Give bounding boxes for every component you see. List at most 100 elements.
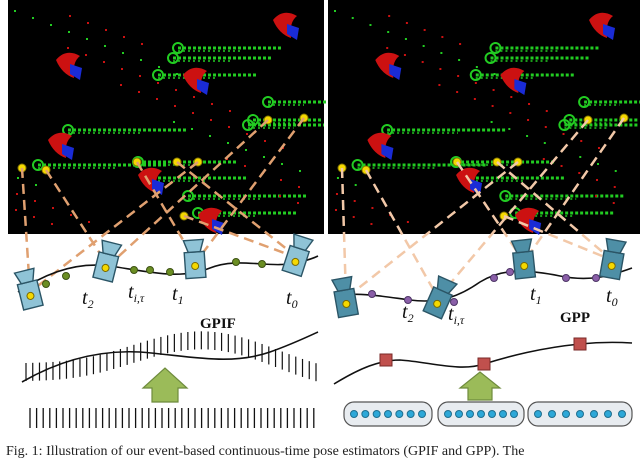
projection-line bbox=[107, 119, 269, 267]
right-measurement-groups bbox=[343, 401, 633, 427]
left-method-label: GPIF bbox=[200, 316, 236, 332]
camera-center bbox=[26, 291, 35, 300]
projection-line bbox=[496, 161, 613, 261]
event-speck bbox=[121, 68, 123, 70]
event-speck bbox=[473, 98, 476, 100]
trajectory-knot bbox=[42, 280, 50, 288]
right-time-label-t0: t0 bbox=[606, 285, 618, 309]
event-speck bbox=[209, 135, 211, 137]
event-speck bbox=[458, 59, 461, 61]
event-speck bbox=[612, 202, 615, 204]
camera-lens bbox=[293, 233, 315, 252]
camera-center bbox=[607, 261, 616, 270]
left-event-image bbox=[8, 0, 324, 234]
measurement-node bbox=[562, 410, 570, 418]
event-speck bbox=[405, 22, 408, 24]
measurement-node bbox=[455, 410, 463, 418]
event-speck bbox=[67, 47, 69, 49]
feature-ring bbox=[484, 52, 497, 64]
event-speck bbox=[490, 121, 493, 123]
event-speck bbox=[156, 98, 158, 100]
event-speck bbox=[228, 126, 230, 128]
camera-lens bbox=[605, 237, 628, 255]
event-speck bbox=[280, 179, 282, 181]
event-speck bbox=[86, 38, 88, 40]
event-speck bbox=[545, 110, 548, 112]
measurement-node bbox=[361, 410, 370, 418]
event-speck bbox=[103, 61, 105, 63]
camera-lens bbox=[101, 239, 123, 257]
event-speck bbox=[105, 29, 107, 31]
event-speck bbox=[386, 47, 389, 49]
event-speck bbox=[87, 22, 89, 24]
feature-ring bbox=[351, 159, 364, 171]
camera-pose bbox=[182, 238, 207, 280]
left-measurement-ticks bbox=[29, 408, 315, 428]
feature-ring bbox=[469, 69, 482, 81]
event-speck bbox=[123, 36, 125, 38]
projection-line bbox=[364, 169, 440, 299]
event-speck bbox=[335, 193, 338, 195]
measurement-node bbox=[590, 410, 598, 418]
event-speck bbox=[351, 17, 354, 19]
camera-pose bbox=[598, 237, 628, 281]
event-speck bbox=[560, 165, 563, 167]
camera-pose bbox=[281, 233, 315, 278]
event-blue-blob bbox=[212, 219, 224, 235]
event-speck bbox=[52, 207, 54, 209]
event-speck bbox=[191, 128, 193, 130]
camera-pose bbox=[92, 239, 123, 283]
event-speck bbox=[579, 156, 582, 158]
projection-line bbox=[522, 117, 626, 263]
event-red-blob bbox=[273, 12, 297, 38]
event-red-blob bbox=[500, 67, 525, 93]
event-speck bbox=[474, 82, 477, 84]
measurement-node bbox=[395, 410, 404, 418]
measurement-node bbox=[488, 410, 496, 418]
trajectory-knot bbox=[232, 258, 240, 266]
event-blue-blob bbox=[381, 144, 394, 160]
measurement-node bbox=[477, 410, 485, 418]
event-blue-blob bbox=[603, 24, 616, 40]
measurement-node bbox=[534, 410, 542, 418]
projection-line bbox=[503, 214, 613, 262]
event-speck bbox=[509, 112, 512, 114]
event-speck bbox=[334, 209, 337, 211]
projection-line bbox=[340, 167, 348, 299]
event-blue-blob bbox=[287, 24, 299, 40]
event-speck bbox=[422, 45, 425, 47]
event-speck bbox=[440, 52, 443, 54]
event-speck bbox=[299, 170, 301, 172]
right-time-labels: t2 ti,τ t1 t0 bbox=[402, 283, 618, 327]
event-speck bbox=[526, 135, 529, 137]
camera-pose bbox=[330, 275, 360, 319]
event-speck bbox=[388, 15, 391, 17]
event-speck bbox=[245, 149, 247, 151]
event-speck bbox=[493, 73, 496, 75]
trajectory-knot bbox=[506, 268, 514, 276]
event-speck bbox=[175, 89, 177, 91]
event-speck bbox=[387, 31, 390, 33]
event-speck bbox=[229, 110, 231, 112]
event-speck bbox=[122, 52, 124, 54]
measurement-node bbox=[499, 410, 507, 418]
camera-pose bbox=[510, 238, 537, 280]
trajectory-knot bbox=[450, 298, 458, 306]
event-speck bbox=[404, 38, 407, 40]
event-speck bbox=[403, 54, 406, 56]
camera-center bbox=[433, 299, 442, 308]
event-speck bbox=[298, 186, 300, 188]
measurement-node bbox=[406, 410, 415, 418]
event-blue-blob bbox=[389, 64, 402, 80]
feature-ring bbox=[489, 42, 502, 54]
right-time-label-t2: t2 bbox=[402, 301, 414, 325]
measurement-node bbox=[444, 410, 452, 418]
event-speck bbox=[441, 36, 444, 38]
spline-knot bbox=[477, 357, 491, 371]
event-speck bbox=[544, 126, 547, 128]
feature-ring bbox=[172, 42, 184, 54]
event-speck bbox=[88, 221, 90, 223]
event-speck bbox=[33, 216, 35, 218]
trajectory-knot bbox=[166, 268, 174, 276]
feature-ring bbox=[152, 69, 164, 81]
